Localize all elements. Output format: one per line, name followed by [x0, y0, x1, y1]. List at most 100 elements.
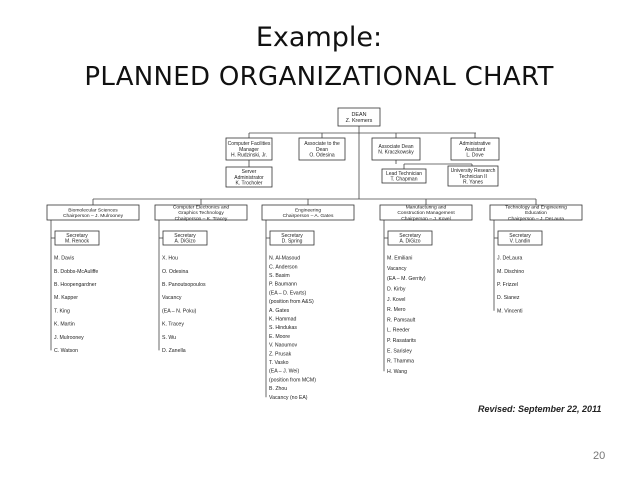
staff-member: M. Davis [54, 256, 75, 262]
dept-manufacturing-head-box-text: Chairperson – J. Kovel [401, 216, 450, 222]
dept-manufacturing-head-box-text: Manufacturing and [406, 205, 447, 211]
staff-member: M. Vincenti [497, 308, 523, 314]
staff-member: D. Zanella [162, 348, 186, 354]
staff-member: T. King [54, 308, 70, 314]
dean-box-text: DEAN [352, 112, 367, 118]
associate-dean-box-text: N. Kraczkowsky [378, 150, 414, 156]
research-technician-box-text: Technician II [459, 174, 487, 180]
staff-member: L. Reeder [387, 328, 410, 334]
dept-engineering-head-box-text: Chairperson – A. Gates [283, 213, 334, 219]
staff-member: D. Kirby [387, 287, 406, 293]
server-administrator-box-text: Administrator [234, 175, 264, 181]
computer-facilities-manager-box-text: H. Rudzinski, Jr. [231, 153, 267, 159]
staff-member: A. Gates [269, 308, 290, 314]
staff-member: J. Mulrooney [54, 335, 84, 341]
administrative-assistant-box-text: Administrative [459, 141, 491, 147]
staff-member: N. Al-Masoud [269, 256, 300, 262]
staff-member: C. Anderson [269, 264, 298, 270]
dept-computer-electronics-head-box-text: Graphics Technology [178, 210, 224, 216]
staff-member: M. Dischino [497, 269, 524, 275]
dept-technology-education-head-box-text: Education [525, 210, 547, 216]
staff-member: M. Kapper [54, 295, 78, 301]
staff-member: H. Wang [387, 369, 407, 375]
staff-member: Vacancy [387, 266, 407, 272]
staff-member: R. Pamsault [387, 317, 416, 323]
staff-member: J. Kovel [387, 297, 405, 303]
staff-member: E. Moore [269, 334, 290, 340]
dept-biomolecular-sciences-head-box-text: Biomolecular Sciences [68, 207, 118, 213]
dept-engineering-secretary-box-text: Secretary [281, 233, 303, 239]
associate-to-dean-box-text: O. Odesina [309, 153, 335, 159]
staff-member: X. Hou [162, 256, 178, 262]
dept-technology-education-head-box-text: Chairperson – J. DeLaura [508, 216, 564, 222]
dept-biomolecular-sciences-secretary-box-text: M. Renock [65, 239, 89, 245]
associate-to-dean-box-text: Dean [316, 147, 328, 153]
staff-member: V. Naoumov [269, 343, 297, 349]
slide-title-line2: PLANNED ORGANIZATIONAL CHART [84, 62, 554, 92]
dept-computer-electronics-secretary-box-text: Secretary [174, 233, 196, 239]
administrative-assistant-box-text: Assistant [465, 147, 486, 153]
dept-technology-education-secretary-box-text: V. Landin [510, 239, 531, 245]
staff-member: O. Odesina [162, 269, 188, 275]
dept-biomolecular-sciences-head-box-text: Chairperson – J. Mulrooney [63, 213, 124, 219]
dept-computer-electronics-secretary-box-text: A. DiGizo [174, 239, 195, 245]
staff-member: B. Zhou [269, 386, 287, 392]
dept-computer-electronics-head-box-text: Chairperson – K. Tracey [175, 216, 228, 222]
staff-member: T. Vasko [269, 360, 289, 366]
staff-member: B. Hoopengardner [54, 282, 97, 288]
staff-member: E. Sarisley [387, 348, 412, 354]
associate-to-dean-box-text: Associate to the [304, 141, 340, 147]
dept-computer-electronics-head-box-text: Computer Electronics and [173, 205, 230, 211]
staff-member: C. Watson [54, 348, 78, 354]
revised-date: Revised: September 22, 2011 [478, 404, 602, 414]
dean-box-text: Z. Kremers [346, 118, 373, 124]
staff-member: B. Dobbs-McAuliffe [54, 269, 98, 275]
staff-member: R. Mero [387, 307, 406, 313]
staff-member: R. Thamma [387, 359, 414, 365]
staff-member: K. Martin [54, 322, 75, 328]
dept-engineering-secretary-box-text: D. Spring [282, 239, 303, 245]
dept-biomolecular-sciences-secretary-box-text: Secretary [66, 233, 88, 239]
staff-member: (EA – M. Gerrity) [387, 276, 426, 282]
staff-member: (EA – N. Poku) [162, 308, 197, 314]
staff-member: (position from A&S) [269, 299, 314, 305]
staff-member: Vacancy [162, 295, 182, 301]
administrative-assistant-box-text: L. Dove [466, 153, 483, 159]
slide-title-line1: Example: [255, 22, 383, 53]
staff-member: J. DeLaura [497, 256, 522, 262]
staff-member: S. Hindukas [269, 325, 297, 331]
staff-member: Z. Prusak [269, 351, 292, 357]
dept-manufacturing-head-box-text: Construction Management [397, 210, 455, 216]
server-administrator-box-text: K. Trocholer [236, 181, 263, 187]
staff-member: B. Panoutsopoulos [162, 282, 206, 288]
staff-member: Vacancy (no EA) [269, 395, 308, 401]
associate-dean-box-text: Associate Dean [378, 144, 413, 150]
server-administrator-box-text: Server [242, 169, 257, 175]
staff-member: (EA – D. Evarts) [269, 290, 306, 296]
dept-manufacturing-secretary-box-text: A. DiGizo [399, 239, 420, 245]
staff-member: S. Wu [162, 335, 176, 341]
staff-member: K. Tracey [162, 322, 184, 328]
staff-member: P. Baumann [269, 282, 297, 288]
dept-engineering-head-box-text: Engineering [295, 207, 321, 213]
staff-member: (EA – J. Wei) [269, 369, 299, 375]
dept-technology-education-head-box: Technology and EngineeringEducationChair… [489, 205, 583, 222]
lead-technician-box-text: Lead Technician [386, 171, 422, 177]
staff-member: M. Emiliani [387, 256, 412, 262]
computer-facilities-manager-box-text: Manager [239, 147, 259, 153]
staff-member: K. Hammad [269, 317, 297, 323]
